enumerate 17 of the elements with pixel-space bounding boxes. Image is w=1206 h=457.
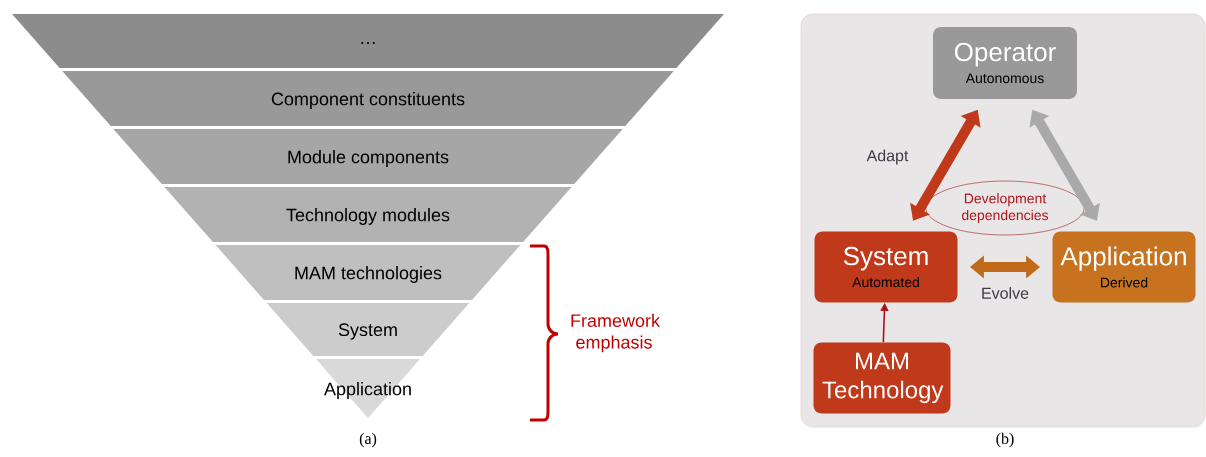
pyramid-band: Module components (113, 129, 623, 184)
process-box: Operator Autonomous (933, 27, 1077, 99)
arrow (880, 303, 889, 343)
pyramid-band: Application (316, 359, 420, 418)
pyramid-band: MAM technologies (215, 245, 521, 300)
process-box: MAM Technology (813, 342, 951, 414)
pyramid-band: … (12, 14, 724, 68)
process-box: Application Derived (1052, 231, 1196, 303)
pyramid-band: Technology modules (164, 187, 572, 242)
pyramid-band: Component constituents (62, 71, 674, 126)
edge-label: Evolve (982, 287, 1029, 299)
pyramid-band: System (266, 303, 470, 356)
edge-label: Adapt (866, 149, 909, 165)
caption: (b) (996, 432, 1014, 448)
process-box: System Automated (814, 231, 958, 303)
caption: (a) (359, 432, 377, 448)
bracket-label: Framework emphasis (571, 313, 661, 353)
